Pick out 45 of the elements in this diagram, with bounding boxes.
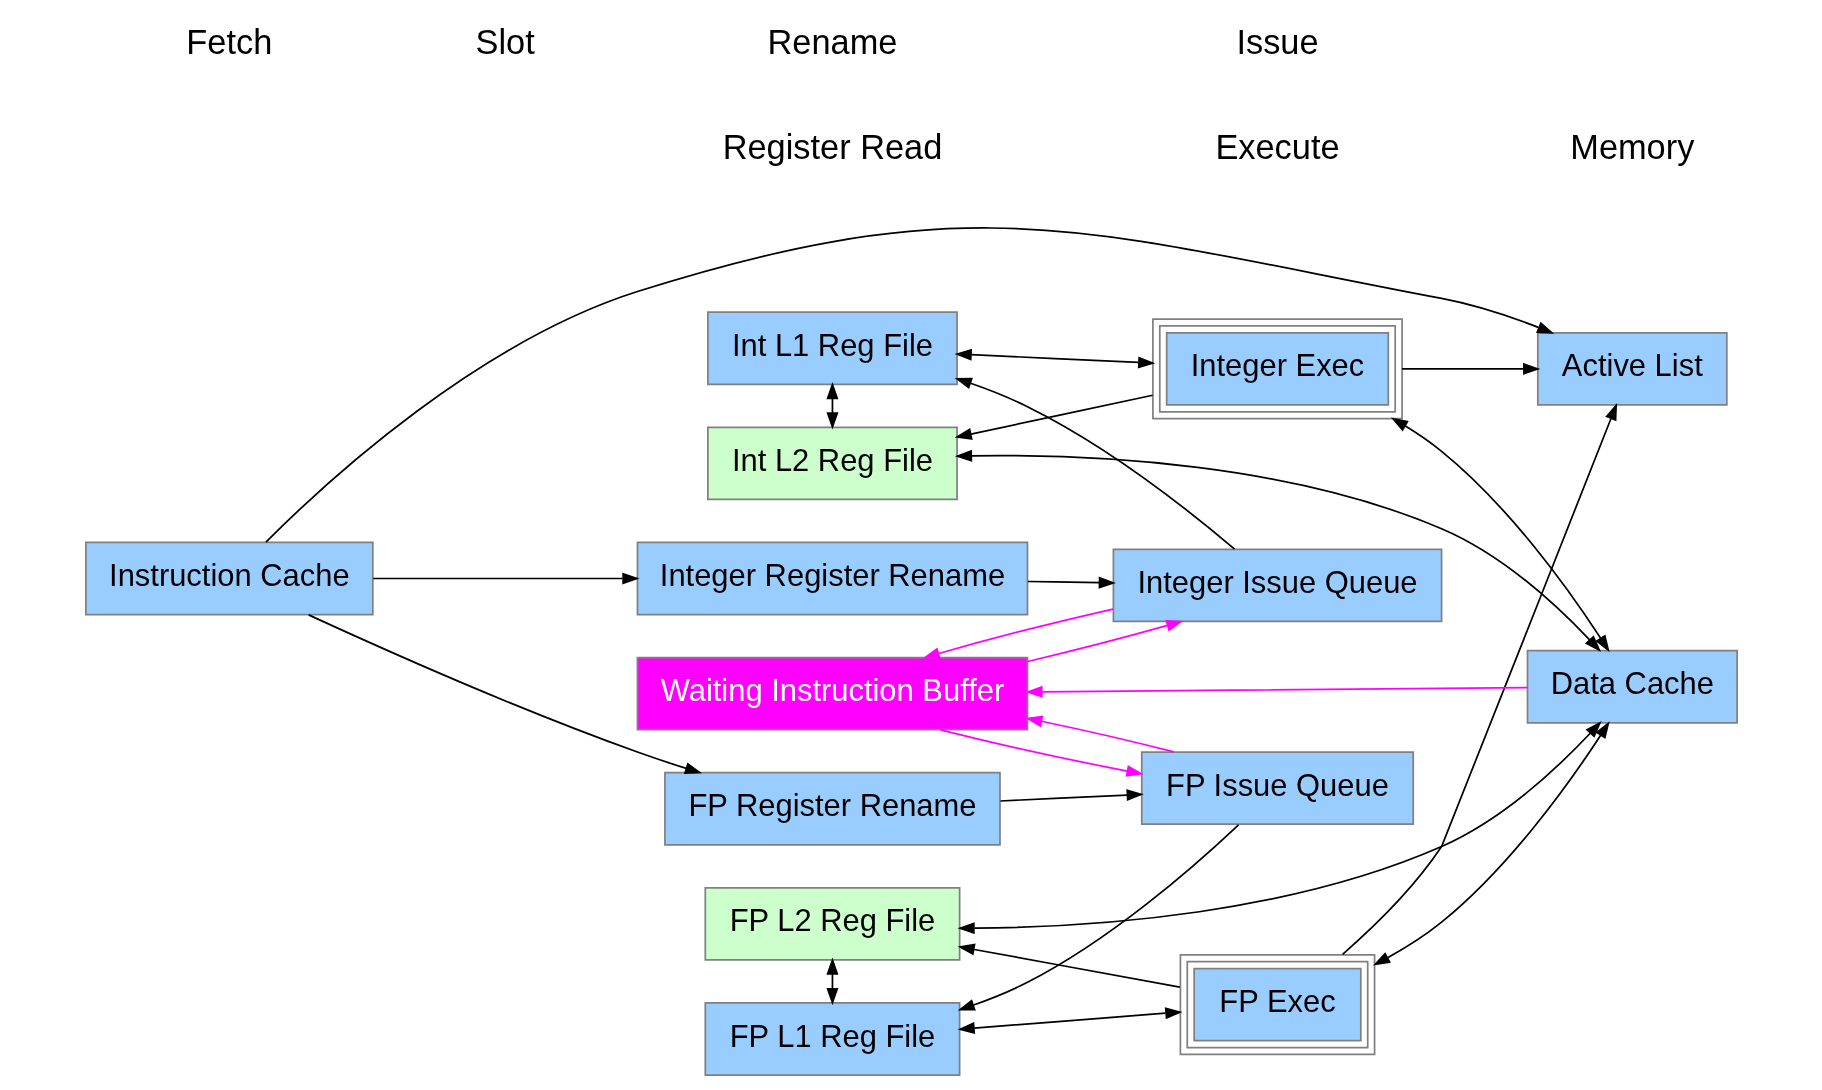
- node-box: FP Register Rename: [663, 771, 1001, 846]
- arrow: [1400, 362, 1540, 375]
- arrow: [954, 394, 1153, 440]
- label: Issue: [1235, 23, 1319, 62]
- node-box: Waiting Instruction Buffer: [636, 656, 1028, 731]
- arrow: [1024, 715, 1175, 753]
- node-box: Instruction Cache: [84, 541, 374, 616]
- node-box: Integer Register Rename: [636, 541, 1028, 616]
- arrow: [371, 572, 639, 585]
- label: Rename: [767, 23, 897, 62]
- node-box: FP Exec: [1179, 953, 1375, 1056]
- arrow: [922, 608, 1114, 660]
- label: Register Read: [722, 128, 942, 167]
- arrow: [1024, 685, 1528, 698]
- arrow: [825, 381, 838, 430]
- node-box: Int L1 Reg File: [706, 311, 958, 386]
- arrow: [999, 789, 1144, 802]
- node-box: Integer Issue Queue: [1112, 548, 1442, 623]
- arrow: [1026, 576, 1116, 589]
- arrow: [957, 720, 1602, 935]
- arrow: [264, 227, 1554, 543]
- node-box: FP L1 Reg File: [703, 1002, 960, 1076]
- arrow: [307, 614, 702, 774]
- arrow: [1341, 403, 1617, 956]
- arrow: [954, 377, 1235, 550]
- arrow: [1026, 619, 1183, 663]
- arrow: [939, 728, 1144, 777]
- arrow: [825, 957, 838, 1006]
- label: Memory: [1569, 128, 1694, 167]
- node-box: Int L2 Reg File: [706, 426, 958, 501]
- node-box: Data Cache: [1526, 649, 1738, 724]
- label: Slot: [475, 23, 535, 62]
- node-box: Integer Exec: [1151, 318, 1403, 420]
- arrow: [1390, 417, 1610, 653]
- arrow: [954, 449, 1601, 652]
- node-box: FP L2 Reg File: [703, 886, 960, 961]
- node-box: Active List: [1536, 331, 1728, 406]
- arrow: [954, 348, 1155, 369]
- arrow: [957, 943, 1181, 988]
- arrow: [957, 1007, 1182, 1035]
- node-box: FP Issue Queue: [1140, 751, 1414, 826]
- arrow: [1372, 721, 1610, 966]
- arrow: [957, 823, 1239, 1011]
- label: Fetch: [185, 23, 272, 62]
- label: Execute: [1214, 128, 1340, 167]
